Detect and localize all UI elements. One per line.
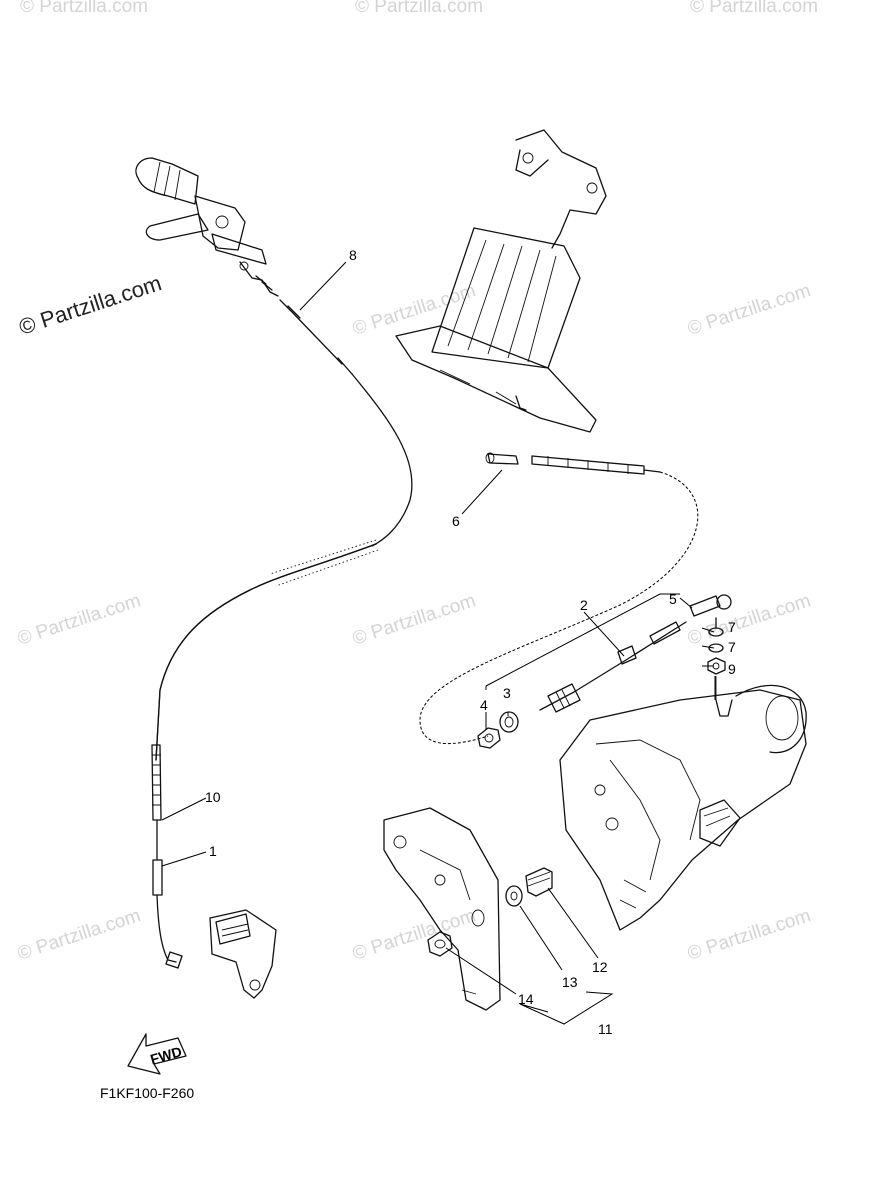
callout-7b: 7 xyxy=(728,639,736,655)
handlebar-assembly xyxy=(135,157,279,297)
watermark: © Partzilla.com xyxy=(15,590,143,650)
inner-cable xyxy=(539,621,687,713)
callout-8: 9 xyxy=(728,661,736,677)
watermark-primary: © Partzilla.com xyxy=(16,270,165,340)
watermark: © Partzilla.com xyxy=(350,590,478,650)
diagram-code: F1KF100-F260 xyxy=(100,1085,194,1101)
watermark: © Partzilla.com xyxy=(685,590,813,650)
callout-7a: 7 xyxy=(728,619,736,635)
watermark: © Partzilla.com xyxy=(685,280,813,340)
watermark: © Partzilla.com xyxy=(350,280,478,340)
mount-plate xyxy=(383,807,501,1011)
watermark: © Partzilla.com xyxy=(690,0,818,17)
callout-4: 4 xyxy=(480,697,488,713)
watermark: © Partzilla.com xyxy=(685,905,813,965)
leader-lines xyxy=(161,261,716,1025)
lever-bracket xyxy=(209,909,277,999)
callout-1: 1 xyxy=(209,843,217,859)
grommet-set xyxy=(427,867,553,957)
fwd-arrow-icon: FWD xyxy=(127,1033,187,1075)
cable-joint xyxy=(419,452,699,745)
cable-nuts xyxy=(477,711,519,749)
callout-2: 2 xyxy=(580,597,588,613)
callout-5: 5 xyxy=(669,591,677,607)
callout-6: 6 xyxy=(452,513,460,529)
callout-12: 12 xyxy=(592,959,608,975)
jet-nozzle xyxy=(395,129,607,433)
watermark: © Partzilla.com xyxy=(355,0,483,17)
steering-cable xyxy=(151,299,413,969)
callout-11: 11 xyxy=(598,1021,613,1037)
callout-10: 10 xyxy=(205,789,221,805)
watermark: © Partzilla.com xyxy=(20,0,148,17)
pump-housing xyxy=(559,684,807,931)
callout-13: 13 xyxy=(562,974,578,990)
callout-9: 8 xyxy=(349,247,357,263)
watermark: © Partzilla.com xyxy=(15,905,143,965)
callout-14: 14 xyxy=(518,991,534,1007)
fwd-label: FWD xyxy=(148,1043,183,1067)
callout-3: 3 xyxy=(503,685,511,701)
callout-labels: 8 6 2 5 3 4 7 7 9 10 1 12 13 14 11 xyxy=(205,247,736,1037)
watermark-layer: © Partzilla.com © Partzilla.com © Partzi… xyxy=(15,0,818,965)
